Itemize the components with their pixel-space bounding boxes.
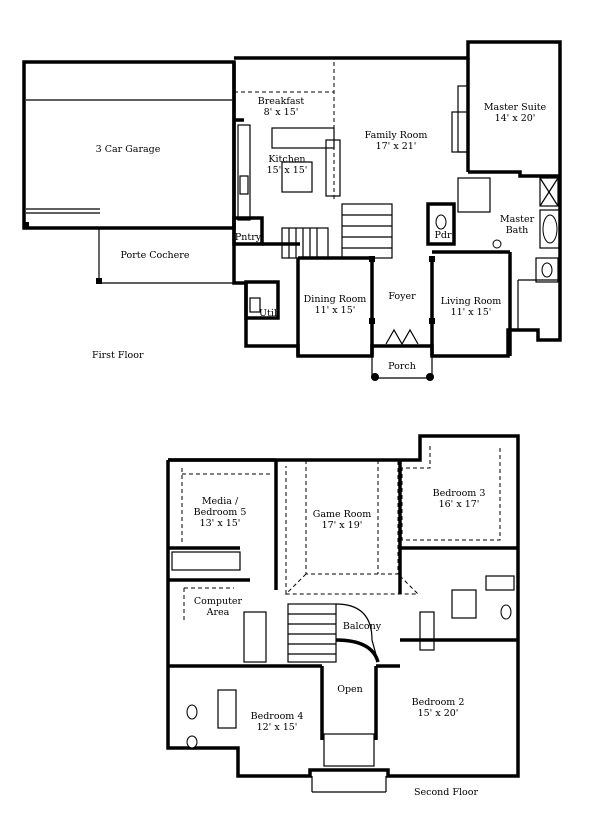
porch-label: Porch (388, 361, 416, 372)
master-bath-label: Master Bath (499, 214, 535, 236)
foyer-label: Foyer (388, 291, 416, 302)
utility-label: Util (259, 308, 277, 319)
first-floor-caption: First Floor (92, 350, 144, 361)
open-label: Open (337, 684, 363, 695)
second-floor-plan (166, 434, 520, 793)
pantry-label: Pntry (234, 232, 262, 243)
first-floor-plan (22, 40, 562, 381)
powder-label: Pdr (434, 230, 452, 241)
garage-label: 3 Car Garage (95, 144, 161, 155)
porte-cochere-label: Porte Cochere (120, 250, 190, 261)
second-floor-caption: Second Floor (414, 787, 478, 798)
computer-area-label: Computer Area (193, 596, 243, 618)
balcony-label: Balcony (342, 621, 382, 632)
second-floor-exterior-walls (166, 434, 520, 778)
